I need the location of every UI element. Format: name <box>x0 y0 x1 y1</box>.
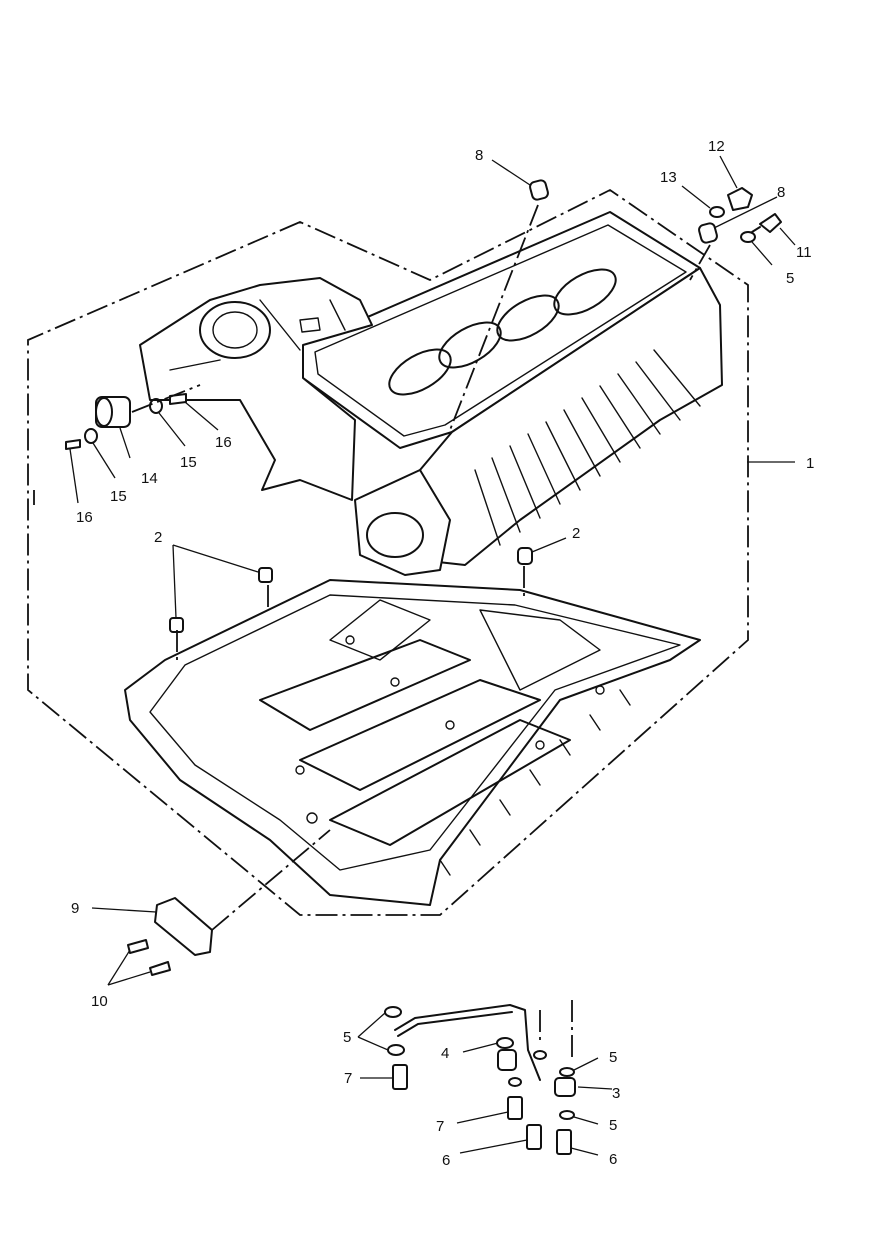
callout-7: 7 <box>436 1118 444 1135</box>
callout-2: 2 <box>154 529 162 546</box>
callout-15: 15 <box>110 488 127 505</box>
callout-labels: 1 2 2 3 4 5 5 5 5 6 6 7 7 8 8 9 10 11 12… <box>71 138 814 1169</box>
callout-15: 15 <box>180 454 197 471</box>
callout-2: 2 <box>572 525 580 542</box>
callout-5: 5 <box>343 1029 351 1046</box>
small-parts <box>65 179 782 1155</box>
callout-8: 8 <box>475 147 483 164</box>
callout-12: 12 <box>708 138 725 155</box>
callout-4: 4 <box>441 1045 449 1062</box>
lower-crankcase <box>124 579 701 906</box>
callout-3: 3 <box>612 1085 620 1102</box>
callout-16: 16 <box>215 434 232 451</box>
callout-9: 9 <box>71 900 79 917</box>
callout-8: 8 <box>777 184 785 201</box>
callout-1: 1 <box>806 455 814 472</box>
callout-5: 5 <box>609 1049 617 1066</box>
callout-6: 6 <box>442 1152 450 1169</box>
callout-16: 16 <box>76 509 93 526</box>
assembly-boundary <box>27 188 749 916</box>
callout-14: 14 <box>141 470 158 487</box>
callout-6: 6 <box>609 1151 617 1168</box>
callout-11: 11 <box>796 244 812 261</box>
callout-5: 5 <box>609 1117 617 1134</box>
callout-5: 5 <box>786 270 794 287</box>
upper-crankcase <box>139 211 723 576</box>
callout-13: 13 <box>660 169 677 186</box>
leader-lines <box>69 155 796 1156</box>
callout-7: 7 <box>344 1070 352 1087</box>
callout-10: 10 <box>91 993 108 1010</box>
